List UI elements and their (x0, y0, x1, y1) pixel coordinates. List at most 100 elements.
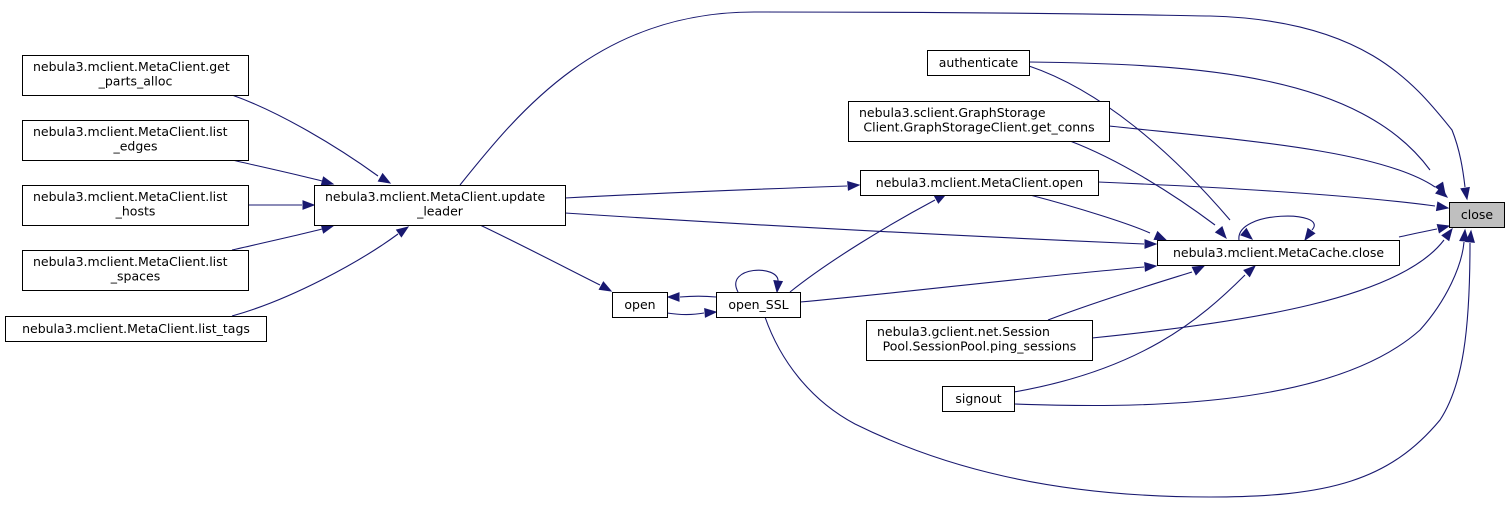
arrowhead-icon (395, 226, 410, 238)
node-update_leader[interactable]: nebula3.mclient.MetaClient.update_leader (314, 185, 566, 226)
edge-list_hosts-to-update_leader (248, 200, 316, 210)
arrowhead-icon (773, 280, 784, 294)
arrowhead-icon (1144, 239, 1158, 249)
arrowhead-icon (847, 181, 861, 191)
edge-line (479, 224, 601, 286)
edge-mc_open-to-metacache_close (1029, 194, 1168, 241)
arrowhead-icon (1460, 186, 1470, 201)
edge-line (1097, 181, 1436, 207)
edge-line (1108, 125, 1436, 188)
edge-line (1069, 140, 1216, 226)
node-open[interactable]: open (612, 292, 668, 318)
node-label: signout (955, 391, 1001, 406)
node-label: nebula3.mclient.MetaClient.list_tags (22, 321, 250, 336)
node-metacache_close[interactable]: nebula3.mclient.MetaCache.close (1157, 240, 1400, 266)
arrowhead-icon (320, 224, 335, 234)
node-ping_sessions[interactable]: nebula3.gclient.net.SessionPool.SessionP… (866, 320, 1093, 361)
edge-line (1398, 228, 1438, 238)
node-box (22, 120, 249, 161)
edge-update_leader-to-open (479, 224, 613, 292)
arrowhead-icon (666, 292, 680, 302)
arrowhead-icon (302, 200, 316, 210)
edge-open_ssl-to-close (764, 229, 1475, 498)
edge-line (735, 269, 779, 293)
arrowhead-icon (1435, 201, 1450, 212)
node-box (612, 292, 668, 318)
node-label: nebula3.gclient.net.Session (877, 324, 1050, 339)
node-get_conns[interactable]: nebula3.sclient.GraphStorageClient.Graph… (848, 101, 1110, 142)
node-label: Pool.SessionPool.ping_sessions (883, 339, 1077, 354)
arrowhead-icon (598, 281, 613, 292)
edge-line (1013, 241, 1465, 407)
node-box (22, 185, 249, 226)
node-box (942, 386, 1015, 412)
arrowhead-icon (1191, 265, 1206, 276)
node-box (5, 316, 267, 342)
edge-list_spaces-to-update_leader (231, 224, 335, 251)
edge-line (231, 94, 379, 177)
arrowhead-icon (1459, 228, 1469, 242)
edge-update_leader-to-mc_open (564, 181, 861, 199)
edge-list_tags-to-update_leader (231, 226, 410, 317)
node-open_ssl[interactable]: open_SSL (716, 292, 801, 318)
node-label: nebula3.mclient.MetaClient.update (325, 189, 546, 204)
node-label: nebula3.sclient.GraphStorage (859, 105, 1046, 120)
node-mc_open[interactable]: nebula3.mclient.MetaClient.open (860, 170, 1099, 196)
arrowhead-icon (1243, 265, 1257, 278)
arrowhead-icon (704, 308, 718, 318)
edge-update_leader-to-close (459, 11, 1470, 201)
edge-line (459, 11, 1466, 188)
node-box (22, 55, 249, 96)
edge-open_ssl-to-mc_open (789, 193, 948, 293)
edge-line (231, 228, 323, 251)
node-label: _hosts (115, 204, 156, 219)
node-label: nebula3.mclient.MetaCache.close (1173, 245, 1384, 260)
node-label: Client.GraphStorageClient.get_conns (863, 120, 1094, 135)
arrowhead-icon (1214, 226, 1227, 240)
arrowhead-icon (320, 176, 335, 186)
node-label: nebula3.mclient.MetaClient.list (33, 254, 228, 269)
node-label: _leader (416, 204, 464, 219)
node-authenticate[interactable]: authenticate (927, 50, 1030, 76)
edge-line (1028, 65, 1231, 221)
node-close[interactable]: close (1449, 202, 1505, 228)
node-label: _spaces (110, 269, 160, 284)
node-label: close (1461, 207, 1494, 222)
node-box (1157, 240, 1400, 266)
node-box (848, 101, 1110, 142)
node-box (716, 292, 801, 318)
node-label: nebula3.mclient.MetaClient.list (33, 124, 228, 139)
edge-authenticate-to-metacache_close (1028, 65, 1254, 240)
edge-line (1238, 215, 1315, 241)
nodes-layer: nebula3.mclient.MetaClient.get_parts_all… (5, 50, 1505, 412)
edge-line (1047, 271, 1193, 321)
edge-line (1028, 61, 1431, 171)
node-label: _parts_alloc (98, 74, 173, 89)
arrowhead-icon (1304, 227, 1316, 242)
node-label: nebula3.mclient.MetaClient.open (876, 175, 1083, 190)
node-list_hosts[interactable]: nebula3.mclient.MetaClient.list_hosts (22, 185, 249, 226)
node-list_tags[interactable]: nebula3.mclient.MetaClient.list_tags (5, 316, 267, 342)
edge-get_conns-to-close (1108, 125, 1449, 198)
edges-layer (231, 11, 1475, 498)
edge-line (799, 266, 1145, 303)
node-label: open_SSL (728, 297, 788, 312)
edge-line (679, 295, 717, 298)
node-box (927, 50, 1030, 76)
arrowhead-icon (1240, 227, 1254, 240)
arrowhead-icon (1441, 227, 1453, 242)
arrowhead-icon (1435, 185, 1449, 198)
edge-open-to-open_ssl (666, 308, 718, 318)
node-box (1449, 202, 1505, 228)
node-list_spaces[interactable]: nebula3.mclient.MetaClient.list_spaces (22, 250, 249, 291)
node-box (22, 250, 249, 291)
node-signout[interactable]: signout (942, 386, 1015, 412)
edge-metacache_close-to-metacache_close (1238, 215, 1316, 242)
edge-ping_sessions-to-close (1091, 227, 1453, 339)
node-get_parts_alloc[interactable]: nebula3.mclient.MetaClient.get_parts_all… (22, 55, 249, 96)
edge-get_conns-to-metacache_close (1069, 140, 1227, 240)
node-label: authenticate (939, 55, 1019, 70)
node-list_edges[interactable]: nebula3.mclient.MetaClient.list_edges (22, 120, 249, 161)
edge-line (1013, 274, 1246, 393)
